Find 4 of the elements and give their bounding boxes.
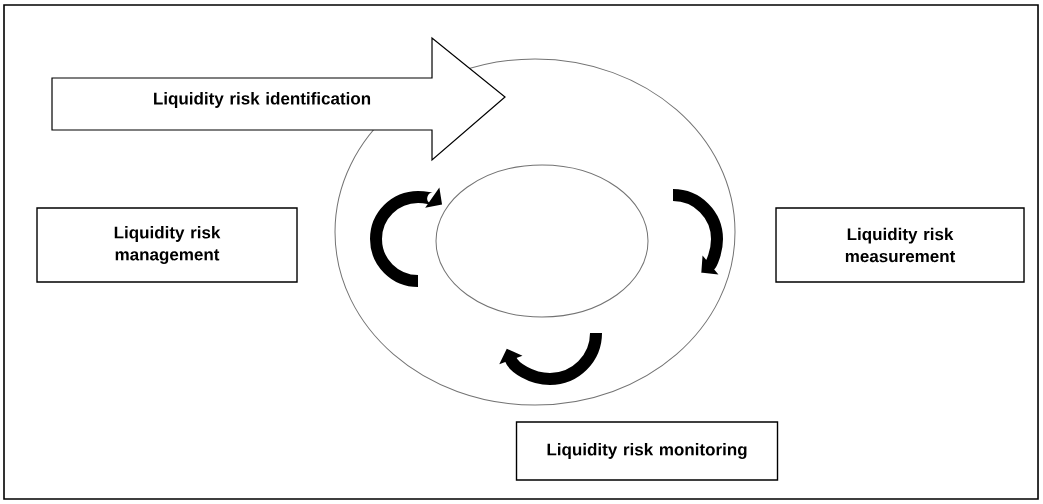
process-box: Liquidity risk management (36, 207, 298, 283)
process-box: Liquidity risk monitoring (515, 421, 779, 481)
ellipse (435, 164, 649, 318)
process-box: Liquidity risk measurement (775, 207, 1025, 283)
